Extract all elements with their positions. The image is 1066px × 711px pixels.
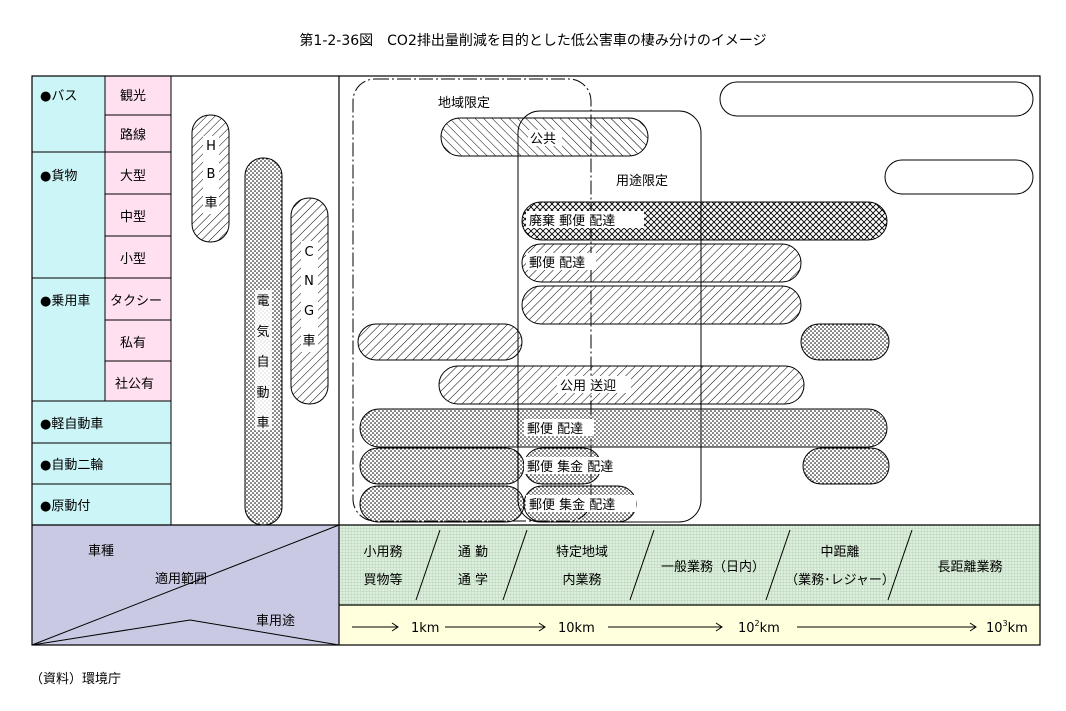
corner-scope: 適用範囲: [155, 571, 207, 587]
area-limited-label: 地域限定: [438, 96, 490, 111]
empty-capsule: [884, 159, 1034, 195]
distance-label-1km: 1km: [411, 621, 439, 636]
moped-bar-left: [359, 485, 525, 523]
single-label-motorcycle: ●自動二輪: [40, 457, 103, 473]
usage-category-label: （業務･レジャー）: [785, 572, 895, 588]
private-car-bar: [800, 323, 890, 361]
single-label-kei: ●軽自動車: [40, 417, 103, 432]
subtype-label: 路線: [120, 127, 146, 143]
small-truck-bar: [521, 285, 802, 325]
usage-category-label: 通 学: [458, 572, 488, 588]
distance-label-1000km: 103km: [986, 619, 1028, 636]
ev-char: 気: [256, 324, 269, 340]
figure-title: 第1-2-36図 CO2排出量削減を目的とした低公害車の棲み分けのイメージ: [299, 33, 767, 49]
cng-char: C: [304, 245, 313, 260]
purpose-limited-label: 用途限定: [616, 173, 668, 189]
group-label-bus: ●バス: [40, 89, 77, 104]
distance-label-100km: 102km: [738, 619, 780, 636]
hb-char: 車: [204, 196, 217, 211]
corner-usage: 車用途: [256, 613, 295, 629]
usage-label: 郵便 集金 配達: [527, 459, 613, 475]
usage-category-label: 内業務: [562, 572, 601, 588]
source-note: （資料）環境庁: [30, 672, 122, 687]
usage-label: 郵便 配達: [529, 256, 585, 271]
subtype-label: タクシー: [110, 294, 162, 309]
empty-capsule: [719, 81, 1034, 117]
usage-category-label: 特定地域: [556, 545, 608, 560]
vehicle-subtype-cell: [105, 76, 171, 401]
usage-label: 廃棄 郵便 配達: [529, 213, 615, 229]
distance-label-10km: 10km: [558, 621, 595, 636]
hb-char: H: [206, 139, 216, 154]
vehicle-type-cell: [32, 76, 105, 401]
usage-label: 公用 送迎: [560, 379, 616, 394]
subtype-label: 大型: [120, 169, 146, 184]
usage-category-label: 買物等: [363, 572, 402, 588]
cng-char: G: [304, 304, 314, 319]
usage-label: 公共: [530, 132, 556, 147]
cng-char: 車: [302, 334, 315, 349]
vehicle-single-cell: [32, 401, 171, 525]
ev-char: 電: [256, 294, 269, 309]
cng-char: N: [304, 274, 314, 289]
subtype-label: 観光: [120, 89, 146, 104]
motorcycle-bar-left: [359, 447, 525, 485]
group-label-freight: ●貨物: [40, 168, 77, 184]
subtype-label: 中型: [120, 210, 146, 225]
motorcycle-bar-right: [802, 447, 890, 485]
usage-category-label: 長距離業務: [937, 559, 1002, 575]
usage-label: 郵便 配達: [527, 422, 583, 437]
usage-label: 郵便 集金 配達: [529, 497, 615, 513]
taxi-bar: [357, 323, 523, 361]
subtype-label: 小型: [120, 252, 146, 267]
kei-bar: [359, 408, 888, 448]
distance-strip: [338, 604, 1041, 646]
ev-char: 動: [256, 386, 269, 401]
hb-char: B: [207, 167, 216, 182]
subtype-label: 私有: [120, 336, 146, 351]
usage-category-label: 一般業務（日内）: [661, 559, 765, 575]
corner-vehicle-type: 車種: [88, 543, 114, 559]
group-label-passenger: ●乗用車: [40, 294, 90, 309]
subtype-label: 社公有: [115, 376, 154, 392]
single-label-moped: ●原動付: [40, 499, 90, 514]
usage-category-label: 中距離: [820, 545, 859, 560]
ev-char: 車: [256, 416, 269, 431]
usage-category-label: 小用務: [363, 545, 402, 560]
ev-char: 自: [256, 355, 269, 370]
usage-category-label: 通 勤: [458, 545, 488, 560]
